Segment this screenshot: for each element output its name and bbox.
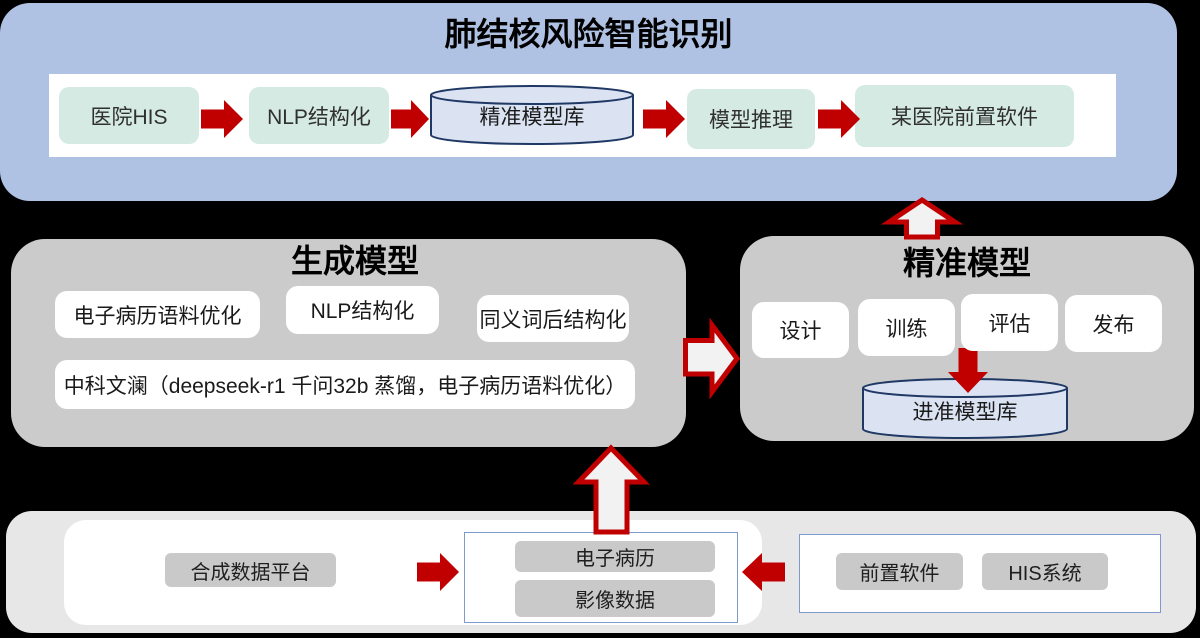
center-data-box: 电子病历 影像数据 — [464, 532, 738, 623]
cylinder-label: 精准模型库 — [479, 106, 585, 129]
chip-emr: 电子病历 — [515, 541, 715, 572]
banner-title: 肺结核风险智能识别 — [444, 16, 733, 52]
node-precision-model-db: 精准模型库 — [430, 85, 634, 145]
arrow-right-icon — [391, 100, 429, 138]
arrow-right-icon — [201, 100, 243, 138]
item-zhongke-wenlan: 中科文澜（deepseek-r1 千问32b 蒸馏，电子病历语料优化） — [55, 360, 635, 409]
arrow-right-icon — [818, 100, 860, 138]
arrow-right-icon — [643, 100, 685, 138]
flow-arrow-up-icon — [572, 444, 650, 535]
node-model-inference: 模型推理 — [687, 89, 815, 149]
node-hospital-front-software: 某医院前置软件 — [855, 85, 1074, 147]
step-training: 训练 — [858, 299, 955, 356]
item-synonym-structuring: 同义词后结构化 — [477, 295, 629, 342]
step-release: 发布 — [1065, 295, 1162, 352]
step-evaluation: 评估 — [961, 294, 1058, 351]
arrow-left-icon — [742, 553, 785, 591]
item-nlp-structuring: NLP结构化 — [286, 286, 439, 334]
chip-his-system: HIS系统 — [982, 553, 1108, 590]
arrow-right-icon — [417, 553, 459, 591]
chip-front-software: 前置软件 — [836, 553, 963, 590]
flow-arrow-right-icon — [683, 317, 741, 400]
item-emr-corpus-optimization: 电子病历语料优化 — [55, 291, 260, 338]
right-source-box: 前置软件 HIS系统 — [799, 534, 1161, 613]
precision-model-title: 精准模型 — [902, 245, 1031, 281]
flow-arrow-up-icon — [880, 196, 964, 240]
cylinder-label: 进准模型库 — [912, 401, 1018, 424]
arrow-down-icon — [948, 348, 988, 393]
step-design: 设计 — [752, 302, 849, 358]
chip-synthetic-data-platform: 合成数据平台 — [165, 553, 336, 587]
chip-imaging-data: 影像数据 — [515, 580, 715, 617]
generation-model-section — [11, 239, 686, 447]
node-hospital-his: 医院HIS — [59, 87, 199, 144]
node-nlp-structuring-top: NLP结构化 — [249, 87, 389, 144]
node-precision-model-db-2: 进准模型库 — [862, 378, 1068, 439]
generation-model-title: 生成模型 — [290, 243, 419, 279]
